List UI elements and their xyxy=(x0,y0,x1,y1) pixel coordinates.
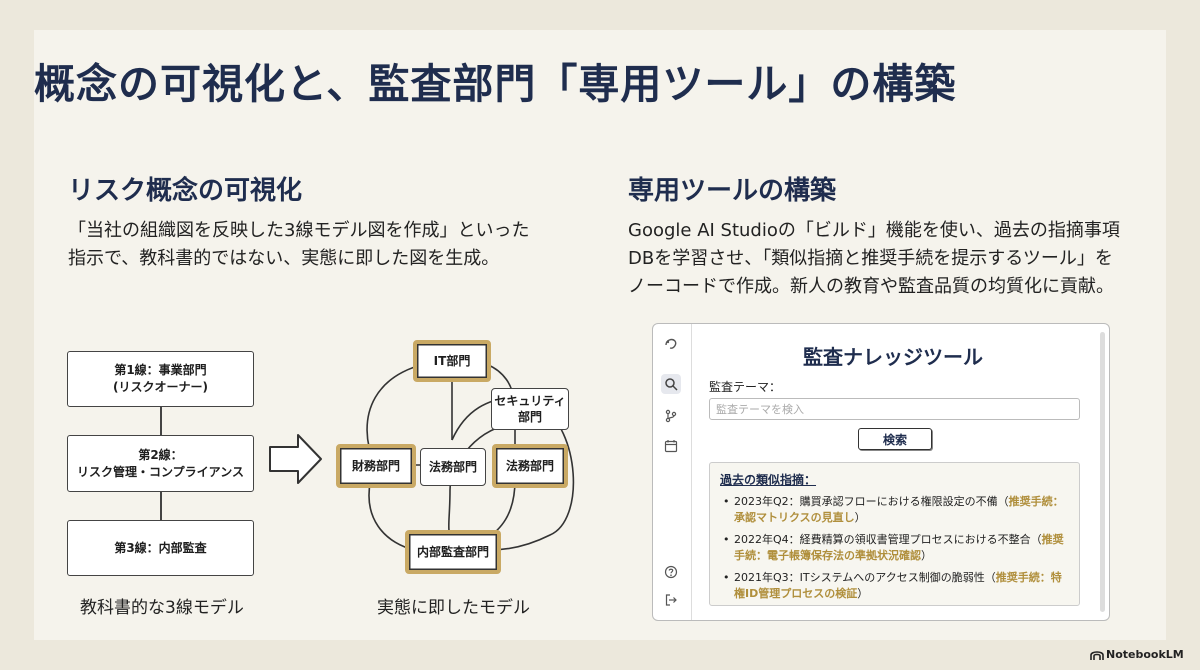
right-paragraph-line: Google AI Studioの「ビルド」機能を使い、過去の指摘事項 xyxy=(628,220,1120,241)
tool-sidebar xyxy=(653,324,692,620)
connector-line xyxy=(160,406,162,436)
line2-label: 第2線： xyxy=(138,447,183,462)
left-paragraph-line: 「当社の組織図を反映した3線モデル図を作成」といった xyxy=(68,220,530,241)
right-arrow-icon xyxy=(269,434,322,484)
result-close: ） xyxy=(854,511,866,524)
it-department-node: IT部門 xyxy=(413,340,491,382)
line3-box: 第3線：内部監査 xyxy=(67,520,254,576)
result-item: 2023年Q2：購買承認フローにおける権限設定の不備（推奨手続：承認マトリクスの… xyxy=(720,494,1069,526)
internal-audit-node: 内部監査部門 xyxy=(405,530,501,574)
left-paragraph-line: 指示で、教科書的ではない、実態に即した図を生成。 xyxy=(68,248,500,269)
result-recommendation: 推奨手続：特権ID管理プロセスの検証 xyxy=(734,571,1062,600)
search-icon[interactable] xyxy=(661,374,681,394)
notebooklm-logo-icon xyxy=(1090,651,1104,660)
right-paragraph: Google AI Studioの「ビルド」機能を使い、過去の指摘事項 DBを学… xyxy=(628,217,1120,301)
help-icon[interactable] xyxy=(661,562,681,582)
right-heading: 専用ツールの構築 xyxy=(628,176,837,206)
right-paragraph-line: DBを学習させ、「類似指摘と推奨手続を提示するツール」を xyxy=(628,248,1113,269)
result-item: 2022年Q4：経費精算の領収書管理プロセスにおける不整合（推奨手続：電子帳簿保… xyxy=(720,532,1069,564)
branch-icon[interactable] xyxy=(661,406,681,426)
results-panel: 過去の類似指摘： 2023年Q2：購買承認フローにおける権限設定の不備（推奨手続… xyxy=(709,462,1080,606)
textbook-model-caption: 教科書的な3線モデル xyxy=(80,598,244,618)
line1-box: 第1線：事業部門 (リスクオーナー) xyxy=(67,351,254,407)
result-text: 2022年Q4：経費精算の領収書管理プロセスにおける不整合（ xyxy=(734,533,1042,546)
scrollbar[interactable] xyxy=(1100,332,1105,612)
logout-icon[interactable] xyxy=(661,590,681,610)
results-title: 過去の類似指摘： xyxy=(720,473,817,487)
result-close: ） xyxy=(857,587,869,600)
theme-input[interactable] xyxy=(709,398,1080,420)
general-affairs-node: 法務部門 xyxy=(492,444,568,488)
result-recommendation: 推奨手続：承認マトリクスの見直し xyxy=(734,495,1064,524)
result-recommendation: 推奨手続：電子帳簿保存法の準拠状況確認 xyxy=(734,533,1064,562)
actual-model-caption: 実態に即したモデル xyxy=(377,598,530,618)
finance-department-node: 財務部門 xyxy=(336,444,416,488)
security-sublabel: 部門 xyxy=(517,410,542,424)
line2-sublabel: リスク管理・コンプライアンス xyxy=(77,464,244,479)
brand-label: NotebookLM xyxy=(1106,648,1184,661)
legal-department-node: 法務部門 xyxy=(420,448,486,486)
security-department-node: セキュリティ 部門 xyxy=(491,388,569,430)
right-paragraph-line: ノーコードで作成。新人の教育や監査品質の均質化に貢献。 xyxy=(628,276,1114,297)
left-heading: リスク概念の可視化 xyxy=(68,176,303,206)
result-text: 2023年Q2：購買承認フローにおける権限設定の不備（ xyxy=(734,495,1009,508)
security-label: セキュリティ xyxy=(494,394,566,408)
theme-label: 監査テーマ： xyxy=(709,380,782,394)
slide-title: 概念の可視化と、監査部門「専用ツール」の構築 xyxy=(34,60,957,108)
connector-line xyxy=(160,491,162,521)
line2-box: 第2線： リスク管理・コンプライアンス xyxy=(67,435,254,492)
calendar-icon[interactable] xyxy=(661,436,681,456)
left-paragraph: 「当社の組織図を反映した3線モデル図を作成」といった 指示で、教科書的ではない、… xyxy=(68,217,529,273)
search-button[interactable]: 検索 xyxy=(858,428,932,450)
tool-title: 監査ナレッジツール xyxy=(803,345,983,369)
result-text: 2021年Q3：ITシステムへのアクセス制御の脆弱性（ xyxy=(734,571,996,584)
line3-label: 第3線：内部監査 xyxy=(114,540,207,555)
result-item: 2021年Q3：ITシステムへのアクセス制御の脆弱性（推奨手続：特権ID管理プロ… xyxy=(720,570,1069,602)
result-close: ） xyxy=(921,549,932,562)
line1-sublabel: (リスクオーナー) xyxy=(113,380,208,394)
audit-knowledge-tool-window: 監査ナレッジツール 監査テーマ： 検索 過去の類似指摘： 2023年Q2：購買承… xyxy=(652,323,1110,621)
logo-icon xyxy=(661,334,681,354)
line1-label: 第1線：事業部門 xyxy=(114,363,207,377)
